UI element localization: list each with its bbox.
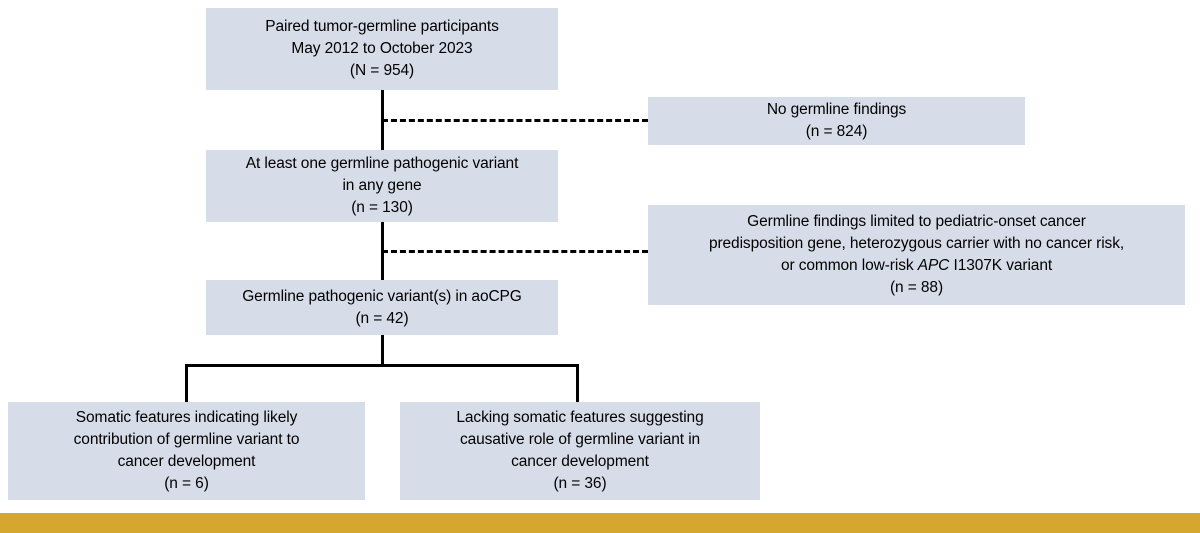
node-line: Lacking somatic features suggesting [456,409,704,426]
node-count: (n = 42) [355,309,409,327]
connector-split-right-branch [576,364,579,402]
node-line: At least one germline pathogenic variant [245,155,519,172]
connector-split-horizontal-bar [185,364,579,367]
node-line: May 2012 to October 2023 [291,40,473,57]
connector-split-left-branch [185,364,188,402]
node-line: cancer development [117,453,256,470]
node-count: (n = 88) [889,279,944,296]
node-count: (N = 954) [349,62,415,79]
node-line: in any gene [342,177,422,194]
node-paired-tumor-germline-participants: Paired tumor-germline participants May 2… [206,8,558,90]
node-no-germline-findings: No germline findings (n = 824) [648,97,1025,145]
node-line: Germline pathogenic variant(s) in aoCPG [242,287,522,305]
node-line: causative role of germline variant in [459,431,701,448]
node-line: Germline findings limited to pediatric-o… [747,213,1086,230]
excluded-line3-suffix: I1307K variant [949,257,1053,274]
node-count: (n = 130) [351,199,413,216]
node-lacking-somatic-features: Lacking somatic features suggesting caus… [400,402,760,500]
node-germline-pathogenic-variant-in-aocpg: Germline pathogenic variant(s) in aoCPG … [206,280,558,335]
node-count: (n = 824) [805,123,868,140]
node-line: predisposition gene, heterozygous carrie… [708,235,1125,252]
connector-aocpg-to-split [381,335,384,366]
node-count: (n = 6) [164,475,209,492]
connector-dashed-to-excluded-findings [382,250,648,253]
node-excluded-germline-findings: Germline findings limited to pediatric-o… [648,205,1185,305]
gene-symbol-apc: APC [917,257,950,274]
node-line: Paired tumor-germline participants [265,18,499,35]
node-line: cancer development [511,453,649,470]
node-at-least-one-germline-pathogenic-variant: At least one germline pathogenic variant… [206,150,558,222]
node-count: (n = 36) [553,475,607,492]
node-line-with-gene: or common low-risk APC I1307K variant [781,255,1052,277]
connector-dashed-to-no-germline-findings [382,119,648,122]
node-line: No germline findings [766,101,907,118]
node-line: Somatic features indicating likely [75,409,298,426]
excluded-line3-prefix: or common low-risk [780,257,918,274]
node-somatic-features-supporting-germline-contribution: Somatic features indicating likely contr… [8,402,365,500]
brand-bar [0,513,1200,533]
node-line: contribution of germline variant to [73,431,300,448]
